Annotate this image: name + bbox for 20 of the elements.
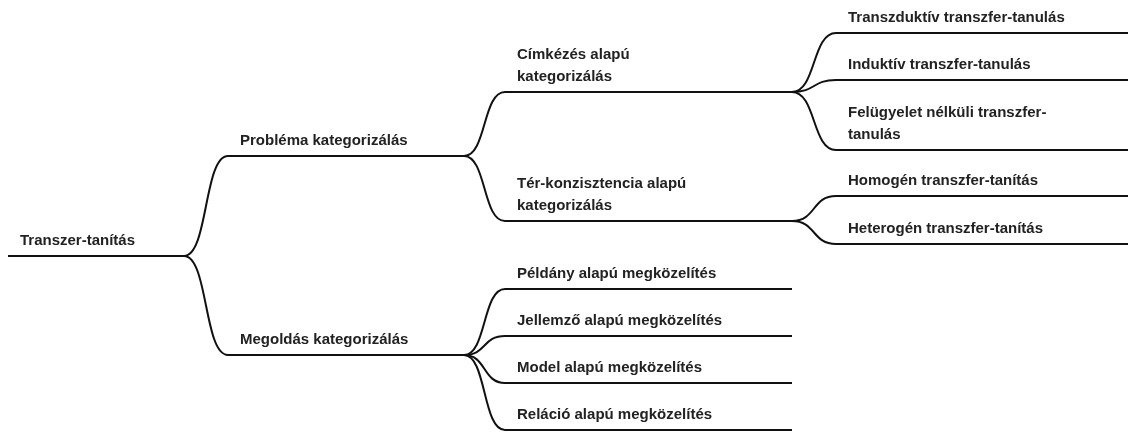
topic-label: Homogén transzfer-tanítás	[848, 170, 1040, 190]
topic-label: Megoldás kategorizálás	[240, 329, 410, 349]
topic-label: Transzduktív transzfer-tanulás	[848, 7, 1066, 27]
topic-label: Jellemző alapú megközelítés	[517, 310, 724, 330]
topic-label: Induktív transzfer-tanulás	[848, 54, 1032, 74]
topic-label: Model alapú megközelítés	[517, 357, 704, 377]
branch-line	[463, 155, 506, 222]
topic-label: Címkézés alapú kategorizálás	[517, 44, 631, 86]
topic-label: Példány alapú megközelítés	[517, 263, 718, 283]
branch-line	[183, 255, 229, 356]
topic-label: Probléma kategorizálás	[240, 130, 409, 150]
branch-line	[183, 155, 229, 257]
branch-line	[791, 220, 837, 245]
topic-label: Heterogén transzfer-tanítás	[848, 218, 1045, 238]
branch-line	[463, 354, 506, 431]
topic-label: Transzer-tanítás	[20, 230, 137, 250]
topic-label: Felügyelet nélküli transzfer-tanulás	[848, 102, 1048, 144]
branch-line	[791, 91, 837, 151]
topic-label: Reláció alapú megközelítés	[517, 404, 714, 424]
topic-label: Tér-konzisztencia alapú kategorizálás	[517, 173, 688, 215]
